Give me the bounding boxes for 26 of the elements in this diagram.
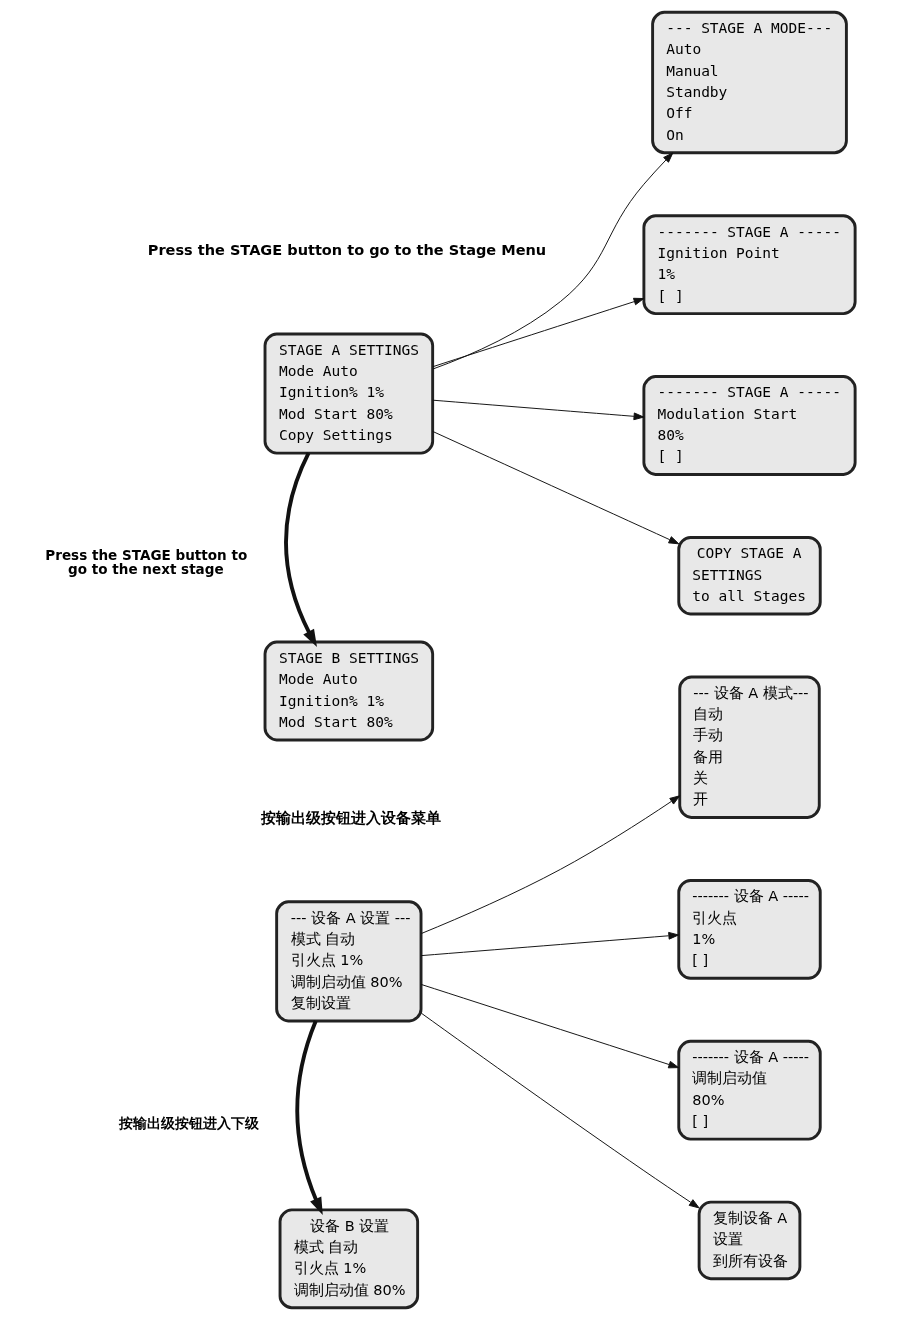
arrow xyxy=(420,1012,700,1209)
arrow xyxy=(431,297,644,368)
arrow xyxy=(420,795,680,934)
node-box: --- STAGE A MODE--- Auto Manual Standby Off On xyxy=(650,10,848,155)
arrow xyxy=(431,430,679,545)
edge-label: Press the STAGE button to go to the next stage xyxy=(44,547,247,577)
node-box: STAGE A SETTINGS Mode Auto Ignition% 1% Mod Start 80% Copy Settings xyxy=(263,332,434,455)
node-box: 复制设备 A 设置 到所有设备 xyxy=(697,1200,801,1281)
node-box: --- 设备 A 模式--- 自动 手动 备用 关 开 xyxy=(677,675,821,819)
label: Press the STAGE button to go to the Stage Menu xyxy=(147,242,546,259)
node-box: ------- STAGE A ----- Modulation Start 80% [ ] xyxy=(641,375,857,476)
arrow xyxy=(431,399,644,421)
arrow xyxy=(420,931,679,957)
arrow xyxy=(431,152,673,370)
node-box: COPY STAGE A SETTINGS to all Stages xyxy=(676,535,822,616)
arrow xyxy=(294,1020,323,1216)
arrow xyxy=(283,452,317,648)
node-box: --- 设备 A 设置 --- 模式 自动 引火点 1% 调制启动值 80% 复制设置 xyxy=(274,900,422,1023)
node-box: ------- 设备 A ----- 引火点 1% [ ] xyxy=(676,879,822,980)
label: 按输出级按钮进入设备菜单 xyxy=(260,810,441,827)
node-box: ------- 设备 A ----- 调制启动值 80% [ ] xyxy=(676,1039,822,1141)
edge-label: 按输出级按钮进入下级 xyxy=(118,1114,259,1131)
arrow xyxy=(420,983,679,1069)
node-box: 设备 B 设置 模式 自动 引火点 1% 调制启动值 80% xyxy=(278,1208,419,1310)
node-box: STAGE B SETTINGS Mode Auto Ignition% 1% Mod Start 80% xyxy=(263,640,434,742)
node-box: ------- STAGE A ----- Ignition Point 1% [ ] xyxy=(641,214,857,316)
